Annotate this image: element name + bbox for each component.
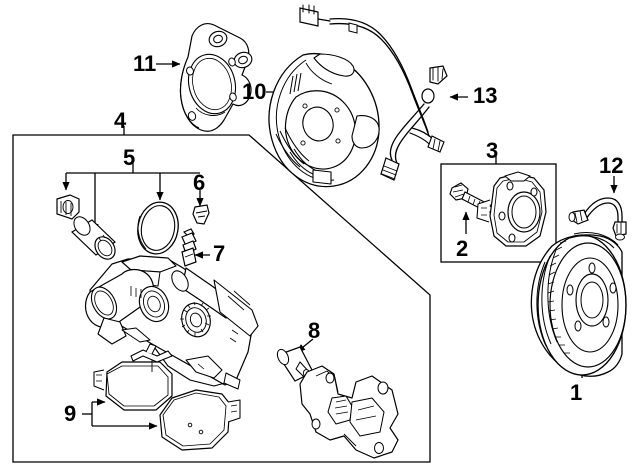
callout-label-6: 6 — [193, 170, 206, 195]
callout-label-2: 2 — [456, 236, 469, 261]
callout-label-4: 4 — [114, 108, 127, 133]
callout-label-5: 5 — [123, 145, 136, 170]
part-bleeder-screw — [181, 228, 197, 267]
caliper-assembly-group-box — [12, 134, 431, 463]
part-caliper-body — [84, 255, 259, 390]
callout-label-9: 9 — [64, 401, 77, 426]
part-abs-speed-sensor — [299, 4, 448, 181]
callout-label-3: 3 — [486, 138, 499, 163]
part-caliper-dust-cap — [56, 194, 80, 220]
callout-label-10: 10 — [242, 79, 267, 104]
callout-label-13: 13 — [473, 83, 498, 108]
hub-assembly-group-box — [440, 155, 557, 263]
callout-label-11: 11 — [133, 51, 157, 76]
part-piston-seal-ring — [137, 201, 179, 255]
part-caliper-piston — [71, 216, 116, 260]
callout-label-1: 1 — [570, 380, 583, 405]
callout-label-7: 7 — [213, 241, 226, 266]
callout-label-8: 8 — [308, 318, 321, 343]
part-brake-pad-outer — [159, 389, 241, 451]
part-wheel-hub-assembly — [476, 171, 547, 247]
brake-pad-bracket — [82, 398, 158, 430]
callout-label-12: 12 — [599, 153, 624, 178]
part-bleeder-cap — [192, 204, 210, 225]
part-brake-hose — [568, 197, 627, 241]
part-brake-rotor — [530, 231, 627, 377]
part-rear-knuckle-carrier — [179, 23, 253, 132]
part-brake-backing-shield — [268, 53, 380, 188]
part-brake-pad-inner — [93, 343, 173, 411]
part-caliper-mounting-bracket — [299, 365, 399, 459]
